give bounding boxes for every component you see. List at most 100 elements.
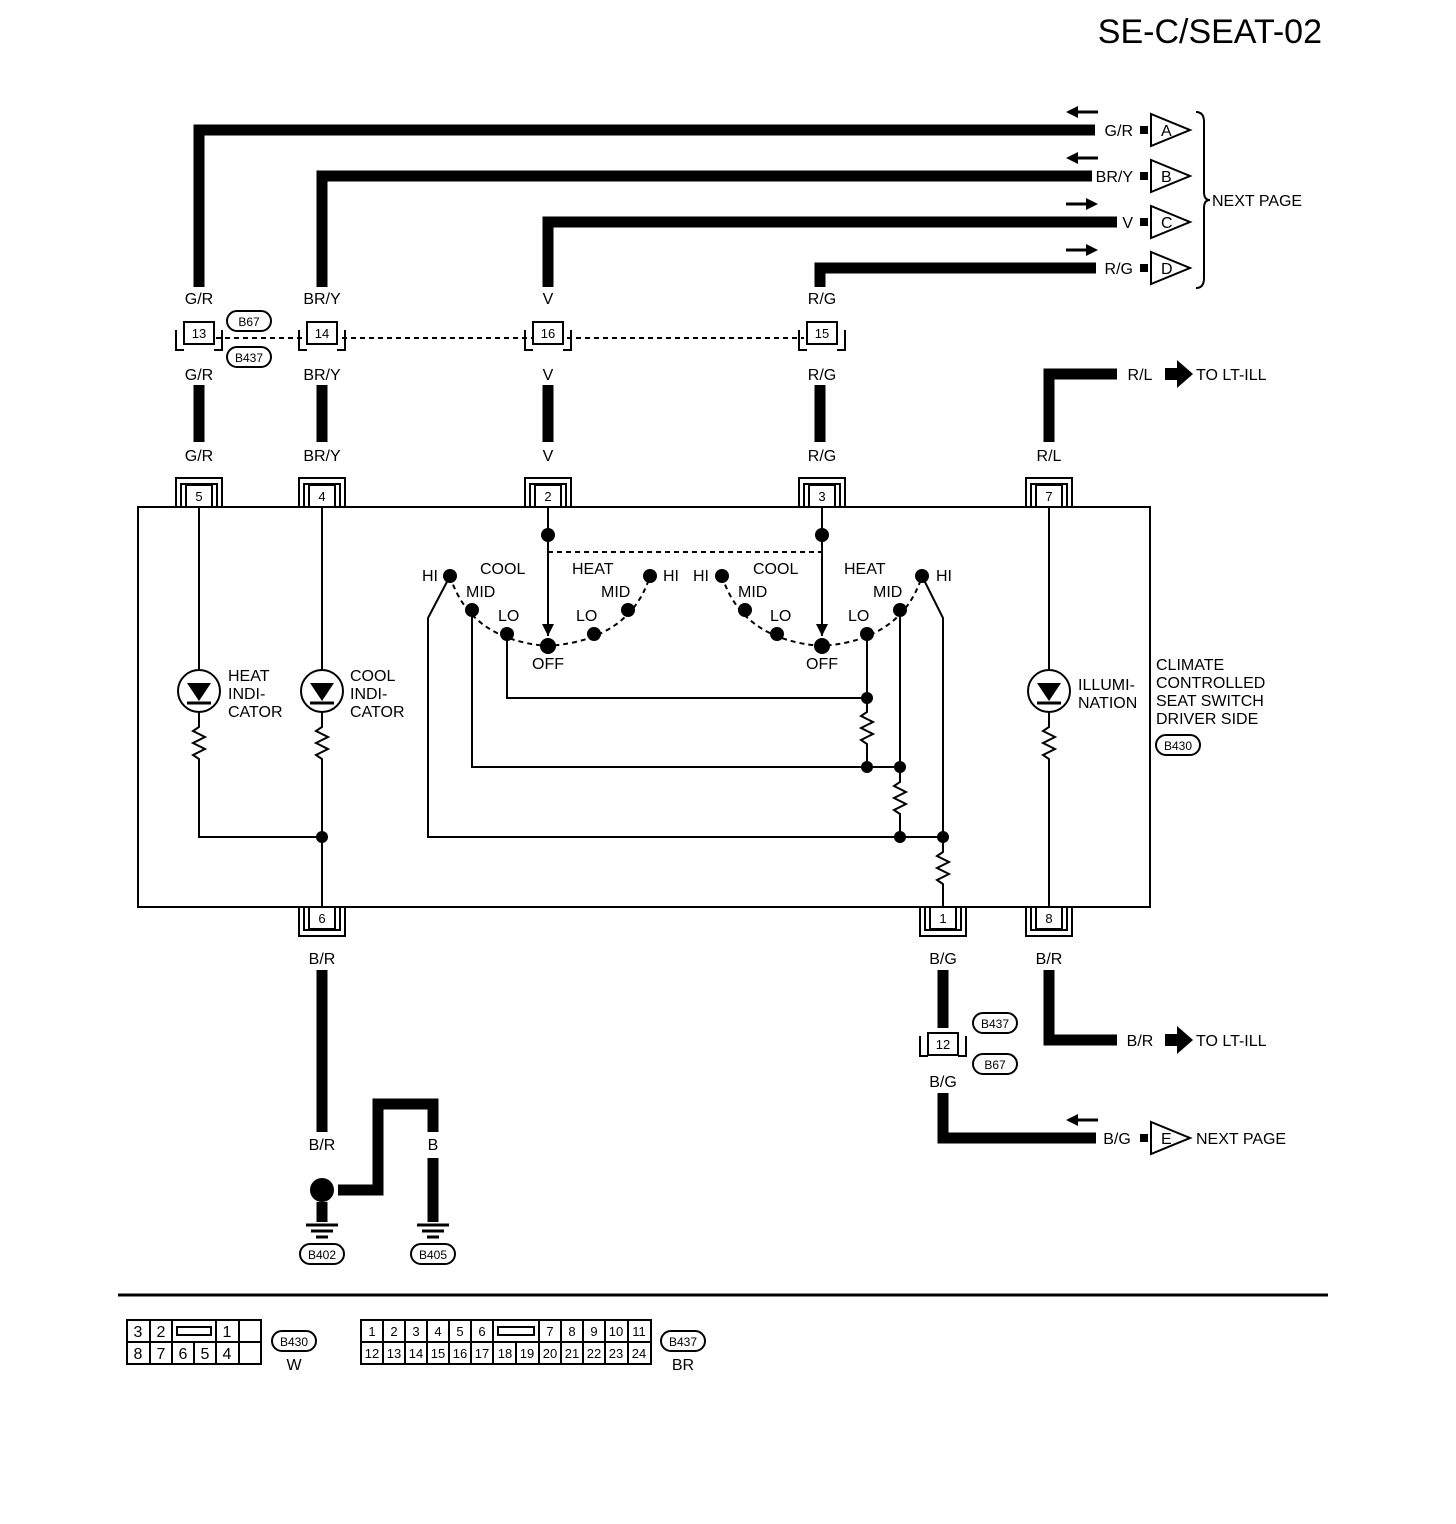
wire-color-label: B [428, 1137, 439, 1154]
svg-text:E: E [1161, 1131, 1172, 1148]
svg-text:15: 15 [815, 326, 829, 341]
to-lt-ill-top[interactable]: TO LT-ILL [1196, 367, 1267, 384]
to-lt-ill-bottom[interactable]: TO LT-ILL [1196, 1033, 1267, 1050]
switch-label: LO [770, 608, 791, 625]
tag-b[interactable]: B [1140, 158, 1193, 194]
left-arrow-icon [1066, 1114, 1098, 1126]
resistor-lo [858, 698, 876, 767]
svg-text:7: 7 [1045, 489, 1052, 504]
switch-terminal-7: 7 [1025, 477, 1073, 508]
switch-label: MID [466, 584, 495, 601]
svg-text:6: 6 [179, 1346, 188, 1363]
switch-terminal-6: 6 [298, 906, 346, 937]
connector-badge-b437-view[interactable]: B437 [660, 1330, 706, 1352]
svg-text:C: C [1161, 215, 1173, 232]
ground-badge-b405[interactable]: B405 [410, 1243, 456, 1265]
wire-color-label: R/G [808, 367, 836, 384]
heat-indicator-label: HEAT INDI- CATOR [228, 668, 283, 721]
next-page-label-e[interactable]: NEXT PAGE [1196, 1131, 1286, 1148]
tag-c[interactable]: C [1140, 204, 1193, 240]
tag-d[interactable]: D [1140, 250, 1193, 286]
wire-rg-top [814, 262, 1096, 287]
connector-badge-b67[interactable]: B67 [226, 310, 272, 332]
wire-color-label: BR/Y [303, 291, 341, 308]
svg-text:B430: B430 [1164, 739, 1192, 753]
svg-text:6: 6 [318, 911, 325, 926]
svg-text:24: 24 [632, 1346, 646, 1361]
svg-text:8: 8 [568, 1324, 575, 1339]
svg-text:22: 22 [587, 1346, 601, 1361]
svg-text:13: 13 [387, 1346, 401, 1361]
switch-right-arrow-icon [816, 624, 828, 636]
wire-color-label: G/R [185, 448, 213, 465]
svg-text:D: D [1161, 261, 1173, 278]
heat-indicator-circuit [190, 507, 322, 838]
ground-badge-b402[interactable]: B402 [299, 1243, 345, 1265]
svg-text:1: 1 [368, 1324, 375, 1339]
connector-color-w: W [286, 1357, 302, 1374]
switch-label: MID [601, 584, 630, 601]
svg-text:15: 15 [431, 1346, 445, 1361]
ground-icon [306, 1223, 338, 1239]
switch-label: MID [738, 584, 767, 601]
tag-a[interactable]: A [1140, 112, 1193, 148]
switch-terminal-5: 5 [175, 477, 223, 508]
svg-text:4: 4 [223, 1346, 232, 1363]
svg-text:8: 8 [134, 1346, 143, 1363]
svg-text:13: 13 [192, 326, 206, 341]
connector-badge-b437[interactable]: B437 [226, 346, 272, 368]
switch-label: COOL [480, 561, 525, 578]
next-page-bracket [1195, 111, 1211, 289]
svg-text:12: 12 [936, 1037, 950, 1052]
switch-contact [715, 569, 729, 583]
junction-dot [894, 831, 906, 843]
svg-text:6: 6 [478, 1324, 485, 1339]
switch-contact [621, 603, 635, 617]
wire-color-label: B/R [309, 951, 336, 968]
switch-contact [770, 627, 784, 641]
switch-terminal-4: 4 [298, 477, 346, 508]
switch-terminal-1: 1 [919, 906, 967, 937]
next-page-label[interactable]: NEXT PAGE [1212, 193, 1302, 210]
switch-label: OFF [806, 656, 838, 673]
svg-text:HEAT: HEAT [228, 668, 270, 685]
svg-text:NATION: NATION [1078, 695, 1137, 712]
junction-dot [861, 692, 873, 704]
to-lt-ill-arrow-icon [1165, 360, 1193, 388]
wire-color-label: R/L [1037, 448, 1062, 465]
svg-text:3: 3 [818, 489, 825, 504]
svg-text:CATOR: CATOR [350, 704, 405, 721]
wire-color-label: B [373, 1137, 384, 1154]
resistor-hi [934, 837, 952, 907]
connector-badge-b67-lower[interactable]: B67 [972, 1053, 1018, 1075]
connector-badge-b437-lower[interactable]: B437 [972, 1012, 1018, 1034]
ground-icon [417, 1223, 449, 1239]
switch-label: HEAT [844, 561, 886, 578]
junction-dot [861, 761, 873, 773]
wire-color-label: B/R [309, 1137, 336, 1154]
svg-text:2: 2 [157, 1324, 166, 1341]
wire-label-b: BR/Y [1096, 169, 1134, 186]
svg-text:CATOR: CATOR [228, 704, 283, 721]
wire-color-label: R/L [1128, 367, 1153, 384]
svg-text:10: 10 [609, 1324, 623, 1339]
svg-text:9: 9 [590, 1324, 597, 1339]
left-arrow-icon [1066, 106, 1098, 118]
svg-text:4: 4 [318, 489, 325, 504]
switch-contact [738, 603, 752, 617]
connector-badge-b430-view[interactable]: B430 [271, 1330, 317, 1352]
connector-badge-b430[interactable]: B430 [1155, 734, 1201, 756]
tag-e[interactable]: E [1140, 1120, 1193, 1156]
switch-label: LO [498, 608, 519, 625]
svg-text:B437: B437 [981, 1017, 1009, 1031]
illumination-label: ILLUMI- NATION [1078, 677, 1137, 712]
switch-contact [814, 638, 830, 654]
svg-text:7: 7 [546, 1324, 553, 1339]
wire-color-label: R/G [808, 448, 836, 465]
svg-text:INDI-: INDI- [350, 686, 387, 703]
switch-terminal-2: 2 [524, 477, 572, 508]
switch-label: COOL [753, 561, 798, 578]
svg-text:2: 2 [390, 1324, 397, 1339]
switch-left-arrow-icon [542, 624, 554, 636]
wire-color-label: B/G [929, 951, 957, 968]
